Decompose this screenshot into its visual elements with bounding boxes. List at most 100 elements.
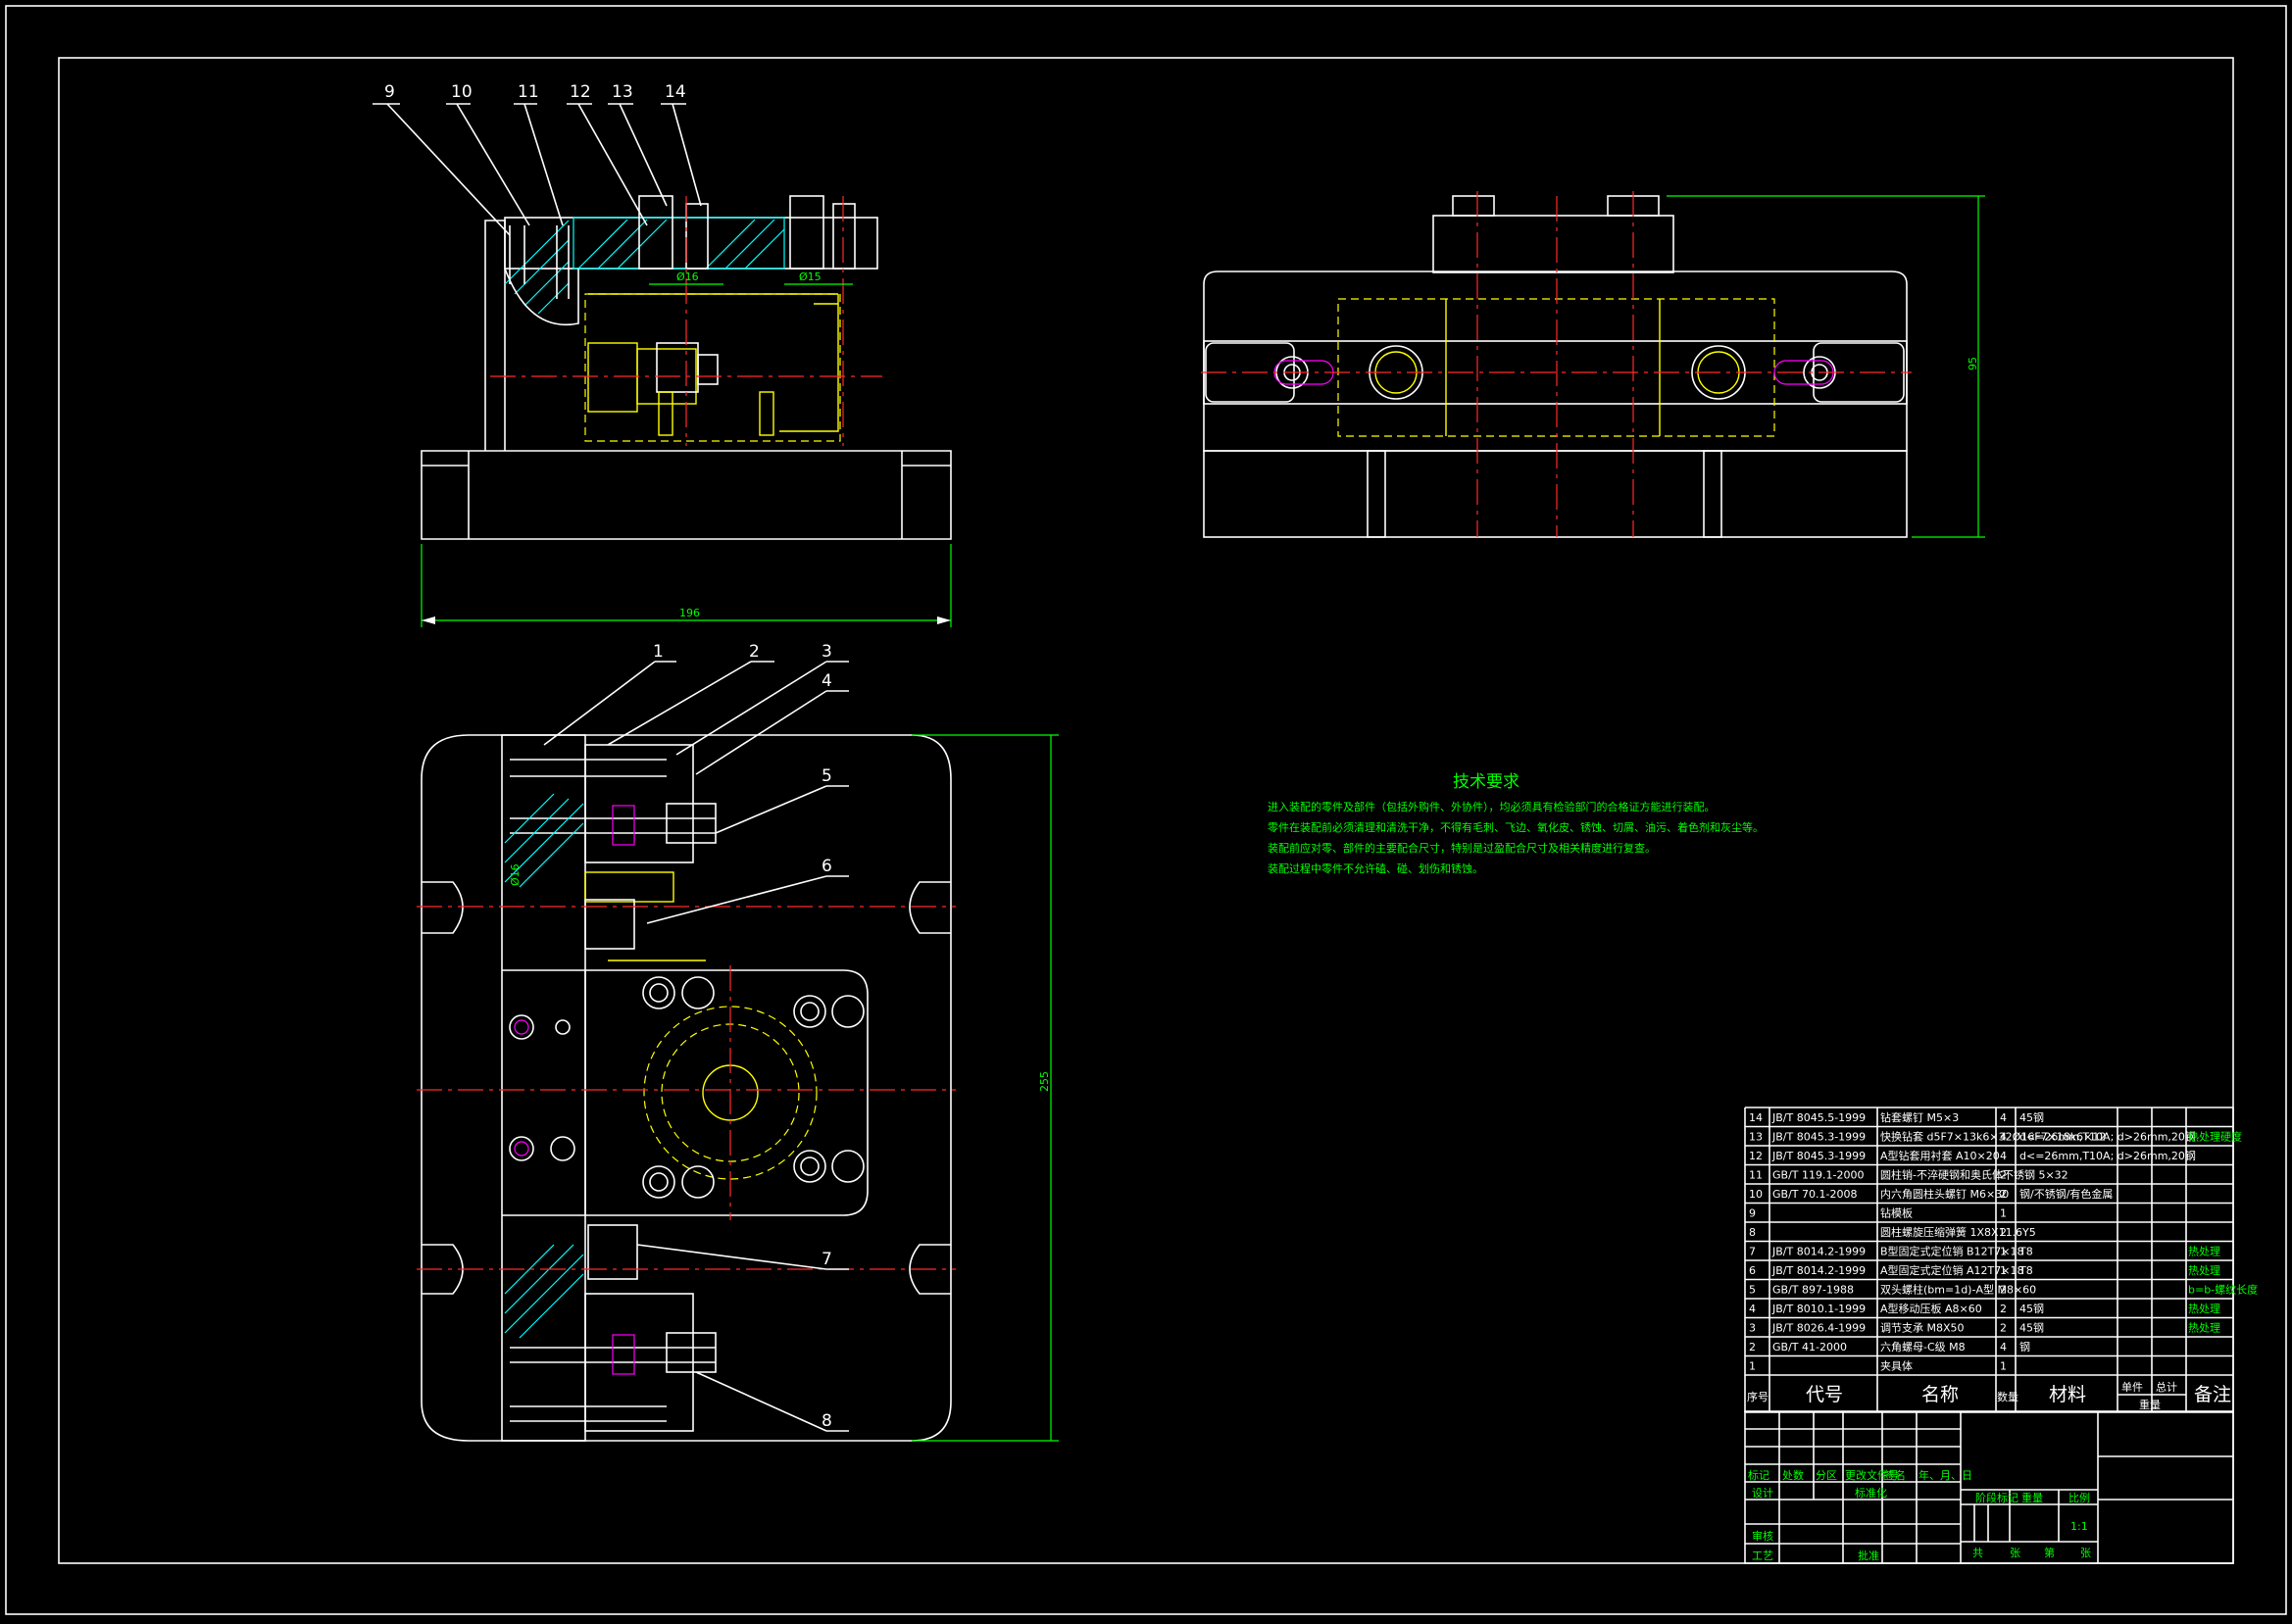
bom-row-mat: T8 — [2018, 1246, 2033, 1258]
front-width-dim: 196 — [679, 607, 700, 619]
balloon-9: 9 — [384, 82, 395, 102]
bom-row-no: 3 — [1749, 1322, 1756, 1335]
top-view: 255 Ø16 1 2 3 4 5 6 7 8 — [417, 642, 1059, 1442]
balloon-12: 12 — [570, 82, 591, 102]
balloon-5: 5 — [822, 766, 832, 786]
bom-row-qty: 2 — [2000, 1284, 2007, 1297]
bom-row-no: 8 — [1749, 1226, 1756, 1239]
tb-standard: 标准化 — [1855, 1486, 1887, 1500]
bom-row-qty: 2 — [2000, 1303, 2007, 1315]
bom-row-note: 热处理 — [2188, 1322, 2220, 1335]
front-dia-left-dim: Ø16 — [676, 271, 699, 283]
bom-header-unit: 单件 — [2121, 1381, 2143, 1394]
bom-row-name: B型固定式定位销 B12T7×18 — [1880, 1245, 2024, 1258]
bom-row-no: 5 — [1749, 1284, 1756, 1297]
bom-row-code: GB/T 119.1-2000 — [1772, 1169, 1864, 1182]
bom-row-no: 10 — [1749, 1188, 1763, 1201]
bom-row-note: 热处理 — [2188, 1264, 2220, 1277]
side-view: 95 — [1201, 191, 1985, 538]
balloon-6: 6 — [822, 857, 832, 876]
top-side-small-dim: Ø16 — [509, 863, 522, 886]
tb-sheets-unit1: 张 — [2010, 1547, 2020, 1559]
bom-row-mat: 45钢 — [2019, 1322, 2044, 1335]
tb-stage: 阶段标记 — [1975, 1491, 2018, 1504]
bom-row-mat: T8 — [2018, 1264, 2033, 1277]
bom-row-name: 钻模板 — [1880, 1206, 1913, 1220]
balloon-13: 13 — [612, 82, 633, 102]
bom-row-no: 14 — [1749, 1111, 1763, 1124]
bom-row-no: 1 — [1749, 1360, 1756, 1373]
bom-row-no: 13 — [1749, 1131, 1763, 1144]
bom-row-mat: 45钢 — [2019, 1303, 2044, 1315]
bom-row-mat: d<=26mm,T10A; d>26mm,20钢 — [2019, 1150, 2196, 1162]
tb-sheets-unit2: 张 — [2080, 1547, 2091, 1559]
tech-line-3: 装配前应对零、部件的主要配合尺寸，特别是过盈配合尺寸及相关精度进行复查。 — [1268, 841, 1656, 855]
bom-row-no: 2 — [1749, 1341, 1756, 1353]
bom-row-qty: 1 — [2000, 1264, 2007, 1277]
bom-row-mat: 45钢 — [2019, 1111, 2044, 1124]
title-block: 标记 处数 分区 更改文件号 签名 年、月、日 设计 标准化 审核 工艺 批准 … — [1744, 1410, 2234, 1564]
balloon-8: 8 — [822, 1411, 832, 1431]
bom-row-name: 内六角圆柱头螺钉 M6×30 — [1880, 1187, 2009, 1201]
tech-line-1: 进入装配的零件及部件（包括外购件、外协件），均必须具有检验部门的合格证方能进行装… — [1268, 800, 1716, 813]
bom-row-name: 双头螺柱(bm=1d)-A型 M8×60 — [1880, 1283, 2036, 1297]
bom-row-code: JB/T 8045.3-1999 — [1771, 1131, 1866, 1144]
bom-row-name: 圆柱螺旋压缩弹簧 1X8X11.6Y5 — [1880, 1225, 2036, 1239]
bom-row-code: GB/T 70.1-2008 — [1772, 1188, 1857, 1201]
bom-row-name: 圆柱销-不淬硬钢和奥氏体不锈钢 5×32 — [1880, 1168, 2068, 1182]
bom-row-no: 4 — [1749, 1303, 1756, 1315]
bom-row-qty: 2 — [2000, 1322, 2007, 1335]
balloon-1: 1 — [653, 642, 664, 662]
bom-row-qty: 4 — [2000, 1341, 2007, 1353]
bom-row-qty: 2 — [2000, 1188, 2007, 1201]
tech-line-4: 装配过程中零件不允许磕、碰、划伤和锈蚀。 — [1268, 861, 1483, 875]
tb-zone: 分区 — [1816, 1469, 1837, 1482]
side-height-dim: 95 — [1967, 357, 1979, 370]
bom-row-code: JB/T 8014.2-1999 — [1771, 1264, 1866, 1277]
bom-row-name: 夹具体 — [1880, 1359, 1913, 1373]
bom-row-code: JB/T 8014.2-1999 — [1771, 1246, 1866, 1258]
bom-row-qty: 1 — [2000, 1246, 2007, 1258]
top-height-dim: 255 — [1038, 1071, 1051, 1092]
tb-date: 年、月、日 — [1918, 1468, 1972, 1482]
balloon-4: 4 — [822, 671, 832, 691]
technical-requirements: 技术要求 进入装配的零件及部件（包括外购件、外协件），均必须具有检验部门的合格证… — [1268, 772, 1764, 875]
tech-line-2: 零件在装配前必须清理和清洗干净，不得有毛刺、飞边、氧化皮、锈蚀、切屑、油污、着色… — [1268, 820, 1764, 834]
bom-row-mat: 钢 — [2019, 1341, 2030, 1353]
tb-count: 处数 — [1782, 1469, 1804, 1482]
bom-row-note: b=b-螺纹长度 — [2188, 1283, 2258, 1297]
bom-row-code: JB/T 8026.4-1999 — [1771, 1322, 1866, 1335]
tb-design: 设计 — [1752, 1487, 1773, 1500]
bom-row-name: 快换钻套 d5F7×13k6×32Ø16F7×18k6×12 — [1880, 1130, 2106, 1144]
bom-row-no: 11 — [1749, 1169, 1763, 1182]
bom-row-qty: 1 — [2000, 1207, 2007, 1220]
bom-row-qty: 4 — [2000, 1111, 2007, 1124]
bom-row-qty: 4 — [2000, 1150, 2007, 1162]
bom-row-qty: 2 — [2000, 1226, 2007, 1239]
bom-row-code: JB/T 8010.1-1999 — [1771, 1303, 1866, 1315]
bom-row-code: GB/T 897-1988 — [1772, 1284, 1854, 1297]
bom-row-no: 7 — [1749, 1246, 1756, 1258]
bom-row-qty: 4 — [2000, 1131, 2007, 1144]
tech-title: 技术要求 — [1453, 772, 1520, 792]
front-view: 196 Ø16 Ø15 9 10 11 12 13 14 — [373, 82, 952, 627]
bom-row-note: 热处理硬度 — [2188, 1130, 2242, 1144]
bom-row-name: A型钻套用衬套 A10×20 — [1880, 1149, 2000, 1162]
balloon-11: 11 — [518, 82, 539, 102]
tb-process: 工艺 — [1752, 1550, 1773, 1562]
bom-row-mat: d<=26mm,T10A; d>26mm,20钢 — [2019, 1131, 2196, 1144]
bom-row-note: 热处理 — [2188, 1246, 2220, 1258]
bom-row-name: 调节支承 M8X50 — [1880, 1322, 1965, 1335]
bom-row-name: 六角螺母-C级 M8 — [1880, 1341, 1966, 1353]
tb-sign: 签名 — [1884, 1468, 1906, 1482]
bom-row-name: A型固定式定位销 A12T7×18 — [1880, 1263, 2023, 1277]
tb-sheets-nth: 第 — [2044, 1546, 2055, 1559]
balloon-2: 2 — [749, 642, 760, 662]
balloon-14: 14 — [665, 82, 686, 102]
bom-row-no: 6 — [1749, 1264, 1756, 1277]
bom-header-no: 序号 — [1747, 1390, 1769, 1403]
bom-row-code: JB/T 8045.3-1999 — [1771, 1150, 1866, 1162]
